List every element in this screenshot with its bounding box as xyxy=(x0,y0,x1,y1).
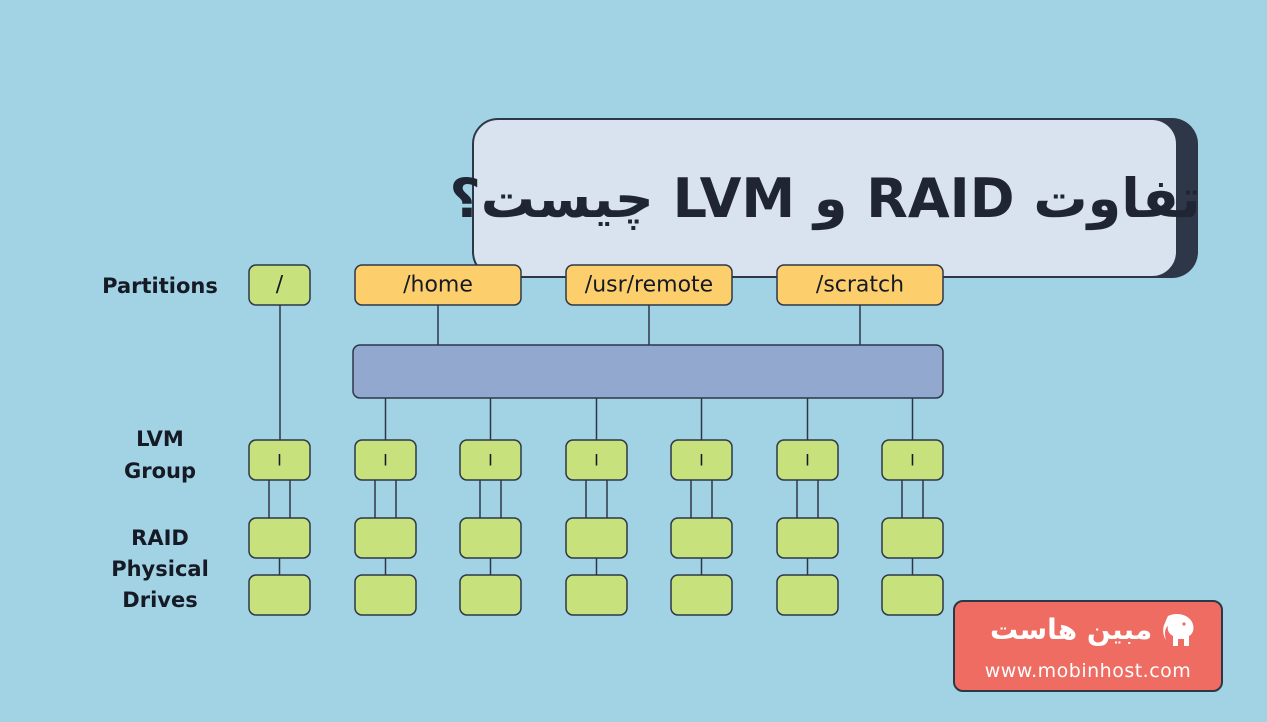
physical-drive-box-1 xyxy=(248,574,311,616)
raid-drive-box-4 xyxy=(565,517,628,559)
physical-drive-box-6 xyxy=(776,574,839,616)
partition-label-1: / xyxy=(276,273,284,298)
raid-physical-drives-label: RAID Physical Drives xyxy=(111,526,209,612)
partition-label-4: /scratch xyxy=(816,273,904,298)
raid-drive-box-7 xyxy=(881,517,944,559)
brand-name: مبین هاست xyxy=(990,613,1153,646)
mobinhost-logo[interactable]: مبین هاست www.mobinhost.com xyxy=(953,600,1223,692)
partitions-label: Partitions xyxy=(102,274,218,298)
brand-row: مبین هاست xyxy=(955,612,1221,650)
volume-group-bar xyxy=(352,344,944,399)
raid-drive-box-5 xyxy=(670,517,733,559)
partition-box-1 xyxy=(248,264,311,306)
physical-drive-box-4 xyxy=(565,574,628,616)
lvm-volume-box-5 xyxy=(670,439,733,481)
lvm-volume-marker-2: I xyxy=(383,451,388,470)
lvm-group-label: LVM Group xyxy=(123,427,196,483)
partition-label-2: /home xyxy=(403,273,473,298)
diagram-boxes xyxy=(248,264,944,616)
partition-box-4 xyxy=(776,264,944,306)
lvm-volume-box-6 xyxy=(776,439,839,481)
lvm-volume-marker-7: I xyxy=(910,451,915,470)
physical-drive-box-2 xyxy=(354,574,417,616)
lvm-volume-marker-5: I xyxy=(699,451,704,470)
raid-drive-box-1 xyxy=(248,517,311,559)
lvm-volume-marker-1: I xyxy=(277,451,282,470)
elephant-icon xyxy=(1163,614,1194,646)
brand-url[interactable]: www.mobinhost.com xyxy=(984,660,1192,682)
partition-label-3: /usr/remote xyxy=(585,273,713,298)
lvm-volume-box-4 xyxy=(565,439,628,481)
raid-drive-box-2 xyxy=(354,517,417,559)
lvm-volume-box-2 xyxy=(354,439,417,481)
connector-lines xyxy=(268,305,924,575)
lvm-volume-marker-3: I xyxy=(488,451,493,470)
lvm-volume-marker-6: I xyxy=(805,451,810,470)
lvm-volume-box-7 xyxy=(881,439,944,481)
lvm-volume-box-1 xyxy=(248,439,311,481)
lvm-volume-box-3 xyxy=(459,439,522,481)
partition-box-2 xyxy=(354,264,522,306)
lvm-volume-marker-4: I xyxy=(594,451,599,470)
physical-drive-box-7 xyxy=(881,574,944,616)
raid-drive-box-3 xyxy=(459,517,522,559)
title-card: تفاوت RAID و LVM چیست؟ xyxy=(449,118,1201,278)
raid-drive-box-6 xyxy=(776,517,839,559)
page-title: تفاوت RAID و LVM چیست؟ xyxy=(449,166,1201,230)
physical-drive-box-3 xyxy=(459,574,522,616)
partition-box-3 xyxy=(565,264,733,306)
physical-drive-box-5 xyxy=(670,574,733,616)
